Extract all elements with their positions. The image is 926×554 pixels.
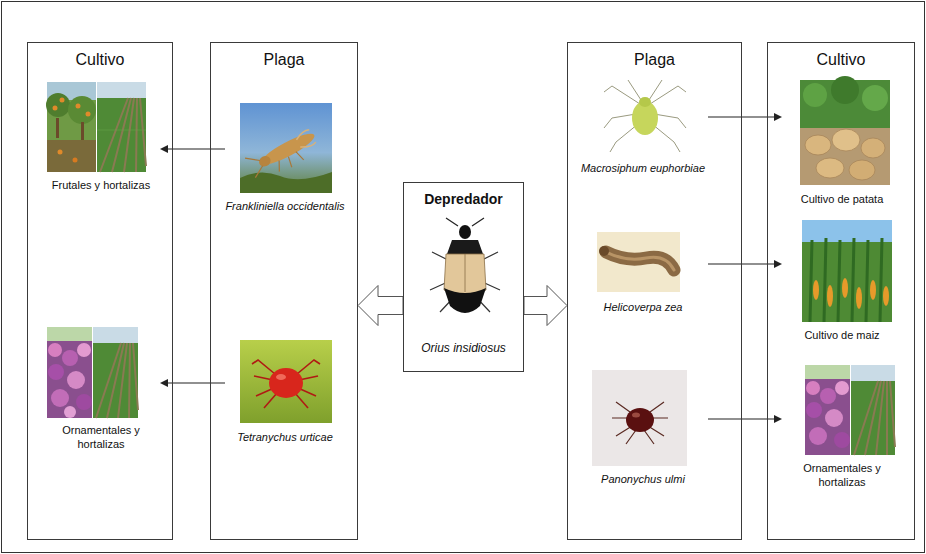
crop-item: Cultivo de maiz [782,219,902,343]
connector [160,145,225,153]
panel-heading: Cultivo [28,43,172,69]
species-name: Helicoverpa zea [578,301,708,315]
panel-heading: Plaga [568,43,741,69]
connector [358,286,403,326]
dark-mite-photo [592,370,687,466]
picture-space [782,364,902,458]
pest-panel: PlagaMacrosiphum euphorbiaeHelicoverpa z… [567,42,742,540]
connector-line [167,382,225,383]
arrow-head [160,379,168,387]
panel-heading: Cultivo [768,43,914,69]
vegetable-rows-photo [851,365,895,455]
hollow-arrow [358,286,403,326]
crop-name: Cultivo de maiz [782,329,902,343]
connector [524,286,567,326]
picture-space [578,369,708,469]
pest-panel: PlagaFrankliniella occidentalisTetranych… [210,42,358,540]
vegetable-rows-photo [97,82,146,172]
species-name: Frankliniella occidentalis [225,200,345,214]
picture-space [404,213,523,323]
arrow-head [774,113,782,121]
crop-name: Ornamentales y hortalizas [42,424,160,452]
picture-space [782,79,902,189]
red-mite-photo [240,340,332,423]
species-name: Macrosiphum euphorbiae [578,162,708,176]
pest-item: Helicoverpa zea [578,231,708,315]
pest-item: Macrosiphum euphorbiae [578,76,708,176]
thrips-photo [240,103,332,193]
caterpillar-photo [597,232,680,292]
hollow-arrow [524,286,567,326]
picture-space [225,102,345,196]
pest-item: Tetranychus urticae [225,339,345,445]
crop-item: Frutales y hortalizas [42,81,160,193]
connector [708,415,782,423]
picture-space [42,81,160,175]
pest-item: Panonychus ulmi [578,369,708,487]
vegetable-rows-photo [93,327,138,418]
potato-photo [800,76,890,185]
arrow-head [774,415,782,423]
aphid-photo [597,77,693,155]
arrow-head [160,145,168,153]
connector-line [167,148,225,149]
connector [160,379,225,387]
crop-panel: CultivoFrutales y hortalizasOrnamentales… [27,42,173,540]
connector [708,113,782,121]
picture-space [578,231,708,297]
ornamental-photo [805,365,850,455]
picture-space [42,326,160,420]
crop-panel: CultivoCultivo de patataCultivo de maizO… [767,42,915,540]
maize-photo [802,220,892,322]
predator-box: DepredadorOrius insidiosus [403,182,524,372]
predator-heading: Depredador [404,183,523,207]
orchard-photo [46,82,96,172]
species-name: Orius insidiosus [404,341,523,356]
species-name: Tetranychus urticae [225,431,345,445]
ornamental-photo [47,327,92,418]
species-name: Panonychus ulmi [578,473,708,487]
crop-item: Cultivo de patata [782,79,902,207]
picture-space [225,339,345,427]
crop-name: Cultivo de patata [782,193,902,207]
crop-item: Ornamentales y hortalizas [782,364,902,490]
crop-name: Ornamentales y hortalizas [782,462,902,490]
arrow-head [774,260,782,268]
panel-heading: Plaga [211,43,357,69]
picture-space [782,219,902,325]
picture-space [578,76,708,158]
pest-item: Frankliniella occidentalis [225,102,345,214]
crop-name: Frutales y hortalizas [42,179,160,193]
predator-bug-drawing [430,218,500,313]
crop-item: Ornamentales y hortalizas [42,326,160,452]
connector [708,260,782,268]
